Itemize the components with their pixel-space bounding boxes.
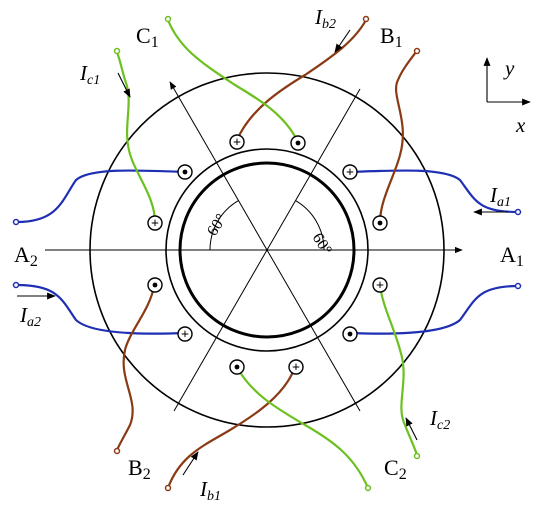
coil-b2-lower	[166, 366, 297, 489]
axis-indicator-y-label: y	[503, 56, 515, 80]
conductor-dot-b1-out	[372, 215, 388, 231]
svg-text:+: +	[346, 166, 354, 181]
terminal-label-b1: B1	[380, 23, 403, 51]
terminal-b2-lower-end	[164, 484, 172, 492]
current-arrow-ib2	[334, 29, 351, 53]
terminal-a1-upper-end	[514, 208, 522, 216]
axis-indicator-x-label: x	[515, 113, 526, 137]
svg-text:+: +	[233, 136, 241, 151]
coil-a2-top	[16, 169, 186, 224]
coil-c2-lower	[236, 366, 370, 489]
terminal-a1-lower-end	[514, 282, 522, 290]
conductor-plus-b2-in: +	[288, 359, 304, 376]
coil-c1-left	[115, 51, 157, 223]
terminal-c1-left-end	[113, 47, 121, 55]
coil-b2-left	[115, 285, 156, 451]
coil-c2-right	[378, 284, 419, 456]
terminal-label-a2: A2	[14, 242, 38, 270]
conductor-plus-c2-in: +	[372, 277, 388, 294]
angle-arc-right	[295, 200, 325, 251]
terminal-label-c2: C2	[384, 455, 407, 483]
current-label-ib1: Ib1	[199, 477, 221, 504]
terminal-b1-upper-end	[362, 15, 370, 23]
terminal-b1-right-end	[413, 47, 421, 55]
svg-text:+: +	[151, 217, 159, 232]
terminal-a2-lower-end	[12, 281, 20, 289]
current-label-ia1: Ia1	[489, 183, 511, 210]
coil-b1-upper	[235, 19, 367, 141]
current-label-ia2: Ia2	[19, 303, 41, 330]
current-arrow-ic1	[117, 72, 131, 98]
terminal-label-c1: C1	[136, 23, 159, 51]
coil-a1-bottom	[349, 284, 519, 335]
svg-text:+: +	[376, 279, 384, 294]
terminal-c2-lower-end	[364, 484, 372, 492]
coil-a1-top	[349, 169, 519, 214]
conductor-plus-b1-in: +	[229, 134, 245, 151]
svg-text:+: +	[181, 328, 189, 343]
conductor-plus-c1-in: +	[147, 215, 163, 232]
conductor-dot-c2-out	[229, 359, 245, 375]
current-arrow-ic2	[405, 417, 418, 441]
coil-b1-right	[378, 51, 417, 223]
svg-text:+: +	[292, 361, 300, 376]
coil-c1-upper	[166, 19, 299, 143]
axis-line-c	[169, 81, 361, 412]
terminal-c2-right-end	[413, 452, 421, 460]
terminal-label-a1: A1	[500, 242, 524, 270]
angle-label-right: 60°	[309, 230, 335, 258]
current-arrow-ib1	[182, 451, 199, 476]
current-label-ib2: Ib2	[314, 5, 336, 32]
conductor-dot-b2-out	[147, 277, 163, 293]
terminal-b2-left-end	[113, 447, 121, 455]
angle-arc-left	[209, 200, 239, 251]
angle-label-left: 60°	[204, 211, 230, 239]
current-label-ic2: Ic2	[429, 406, 450, 433]
conductor-dot-a1-out	[342, 326, 358, 342]
terminal-a2-upper-end	[12, 218, 20, 226]
terminal-label-b2: B2	[128, 455, 151, 483]
conductor-dot-a2-out	[177, 164, 193, 180]
conductor-plus-a1-in: +	[342, 164, 358, 181]
conductor-dot-c1-out	[290, 135, 306, 151]
conductor-plus-a2-in: +	[177, 326, 193, 343]
coil-a2-bottom	[16, 283, 186, 335]
current-label-ic1: Ic1	[79, 61, 100, 88]
terminal-c1-upper-end	[164, 15, 172, 23]
